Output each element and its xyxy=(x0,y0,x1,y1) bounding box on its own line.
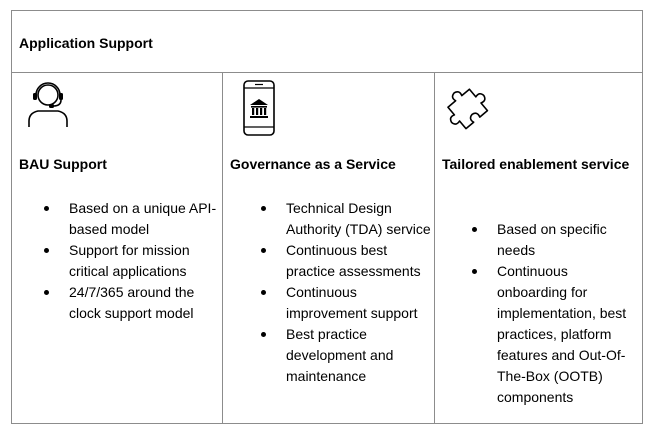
list-item: Best practice development and maintenanc… xyxy=(230,324,434,387)
header-title: Application Support xyxy=(19,35,153,51)
column-bau-support: BAU Support Based on a unique API-based … xyxy=(12,73,223,423)
bullet-list: Technical Design Authority (TDA) service… xyxy=(230,198,434,387)
list-item: Continuous onboarding for implementation… xyxy=(442,261,638,408)
column-title: Tailored enablement service xyxy=(442,156,630,172)
bullet-list: Based on a unique API-based model Suppor… xyxy=(19,198,219,324)
list-item: Continuous improvement support xyxy=(230,282,434,324)
headset-user-icon xyxy=(26,79,70,134)
table-header: Application Support xyxy=(12,11,642,73)
list-item: 24/7/365 around the clock support model xyxy=(19,282,219,324)
list-item: Support for mission critical application… xyxy=(19,240,219,282)
list-item: Based on a unique API-based model xyxy=(19,198,219,240)
column-title: BAU Support xyxy=(19,156,107,172)
puzzle-piece-icon xyxy=(441,79,499,140)
list-item: Continuous best practice assessments xyxy=(230,240,434,282)
mobile-bank-icon xyxy=(242,79,276,142)
column-tailored-enablement: Tailored enablement service Based on spe… xyxy=(435,73,642,423)
column-governance: Governance as a Service Technical Design… xyxy=(223,73,435,423)
list-item: Based on specific needs xyxy=(442,219,638,261)
column-title: Governance as a Service xyxy=(230,156,396,172)
services-table: Application Support BAU Support Based on… xyxy=(11,10,643,424)
bullet-list: Based on specific needs Continuous onboa… xyxy=(442,219,638,408)
list-item: Technical Design Authority (TDA) service xyxy=(230,198,434,240)
